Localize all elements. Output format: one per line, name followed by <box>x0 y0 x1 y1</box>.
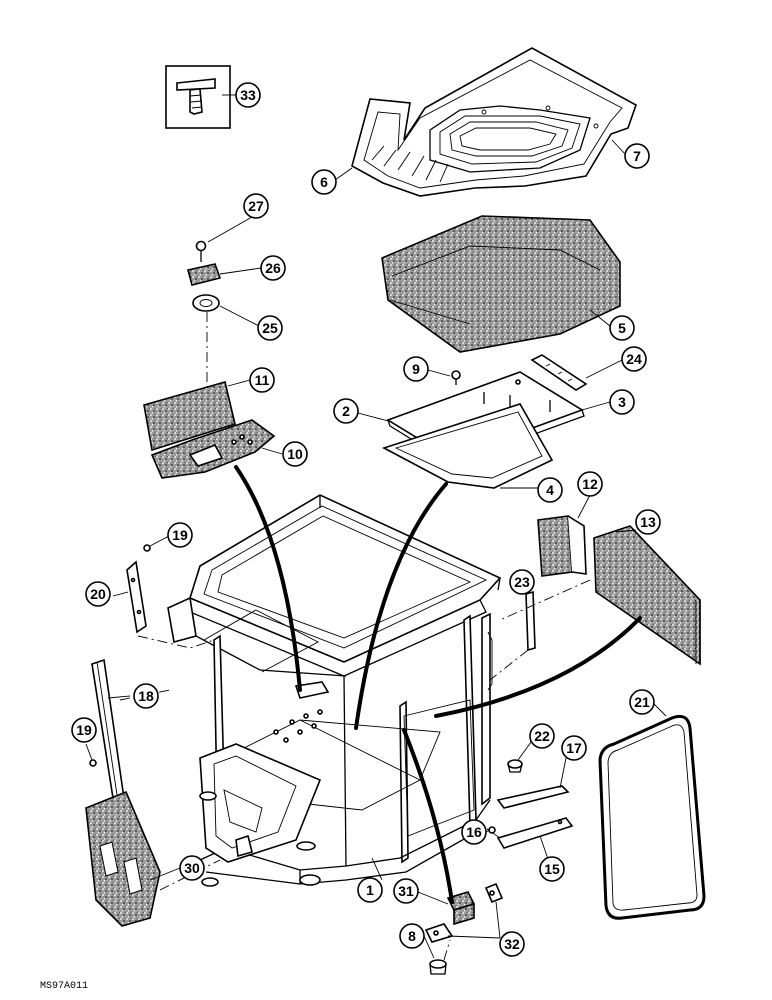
svg-text:2: 2 <box>342 403 350 419</box>
svg-text:6: 6 <box>320 174 328 190</box>
part-27-screw <box>195 240 207 262</box>
part-5-insulation-pad <box>381 215 621 353</box>
svg-text:19: 19 <box>172 527 188 543</box>
part-12-pad <box>537 515 587 577</box>
callout-1: 1 <box>357 877 383 903</box>
svg-text:7: 7 <box>633 148 641 164</box>
callout-19-lower: 19 <box>71 717 97 743</box>
svg-text:10: 10 <box>287 446 303 462</box>
svg-text:26: 26 <box>265 260 281 276</box>
callout-31: 31 <box>393 878 419 904</box>
part-19-screw-b <box>89 759 97 767</box>
part-31-blocks <box>446 882 504 926</box>
callout-17: 17 <box>561 735 587 761</box>
svg-text:27: 27 <box>248 198 264 214</box>
callout-16: 16 <box>461 819 487 845</box>
svg-text:19: 19 <box>76 722 92 738</box>
part-11-panel <box>143 381 236 452</box>
part-17-strip <box>496 785 570 809</box>
svg-text:3: 3 <box>618 394 626 410</box>
callout-23: 23 <box>509 569 535 595</box>
part-30-mat <box>85 790 161 927</box>
callout-11: 11 <box>249 367 275 393</box>
part-25-ring <box>192 294 220 312</box>
svg-text:8: 8 <box>408 928 416 944</box>
callout-30: 30 <box>179 855 205 881</box>
svg-text:5: 5 <box>618 320 626 336</box>
callout-2: 2 <box>333 398 359 424</box>
svg-text:18: 18 <box>138 688 154 704</box>
callout-25: 25 <box>257 315 283 341</box>
callout-6: 6 <box>311 169 337 195</box>
svg-text:24: 24 <box>626 351 642 367</box>
figure-reference: MS97A011 <box>40 981 88 992</box>
callout-10: 10 <box>282 441 308 467</box>
svg-text:11: 11 <box>255 372 270 388</box>
callout-13: 13 <box>635 509 661 535</box>
part-21-window <box>598 714 706 920</box>
callout-3: 3 <box>609 389 635 415</box>
callout-7: 7 <box>624 143 650 169</box>
part-1-cab-frame <box>167 494 502 887</box>
callout-12: 12 <box>577 471 603 497</box>
part-20-strip <box>126 560 147 634</box>
callout-22: 22 <box>529 723 555 749</box>
svg-text:13: 13 <box>640 514 656 530</box>
svg-text:1: 1 <box>366 882 374 898</box>
callout-20: 20 <box>85 581 111 607</box>
svg-text:12: 12 <box>582 476 598 492</box>
svg-text:25: 25 <box>262 320 278 336</box>
callout-27: 27 <box>243 193 269 219</box>
callout-9: 9 <box>403 356 429 382</box>
part-33-clip-inset <box>165 65 231 129</box>
svg-text:30: 30 <box>184 860 200 876</box>
svg-text:33: 33 <box>240 87 256 103</box>
svg-text:17: 17 <box>566 740 582 756</box>
callout-33: 33 <box>235 82 261 108</box>
svg-text:20: 20 <box>90 586 106 602</box>
part-6-7-floor-mat <box>351 47 637 197</box>
part-32-bracket <box>424 923 454 943</box>
assembly-routing-lines <box>234 465 642 904</box>
part-9-screw <box>451 370 461 385</box>
callout-4: 4 <box>537 477 563 503</box>
svg-text:15: 15 <box>544 861 560 877</box>
callout-26: 26 <box>260 255 286 281</box>
callout-15: 15 <box>539 856 565 882</box>
svg-text:4: 4 <box>546 482 554 498</box>
callout-8: 8 <box>399 923 425 949</box>
svg-text:23: 23 <box>514 574 530 590</box>
svg-text:31: 31 <box>398 883 414 899</box>
svg-text:9: 9 <box>412 361 420 377</box>
part-24-strip <box>530 354 588 391</box>
svg-text:22: 22 <box>534 728 550 744</box>
part-22-knob <box>507 759 523 773</box>
svg-text:16: 16 <box>466 824 482 840</box>
svg-text:32: 32 <box>504 936 520 952</box>
part-19-screw-a <box>143 544 151 552</box>
callout-5: 5 <box>609 315 635 341</box>
part-15-strip <box>496 817 574 849</box>
callout-19-upper: 19 <box>167 522 193 548</box>
callout-32: 32 <box>499 931 525 957</box>
callout-18: 18 <box>133 683 159 709</box>
part-8-nut <box>429 959 447 975</box>
callout-21: 21 <box>629 689 655 715</box>
callout-24: 24 <box>621 346 647 372</box>
part-10-panel <box>150 419 276 479</box>
part-4-gasket <box>381 403 554 489</box>
svg-text:21: 21 <box>634 694 650 710</box>
part-13-pad <box>593 525 701 666</box>
part-26-pad <box>187 263 222 286</box>
part-23-strip <box>525 590 536 652</box>
